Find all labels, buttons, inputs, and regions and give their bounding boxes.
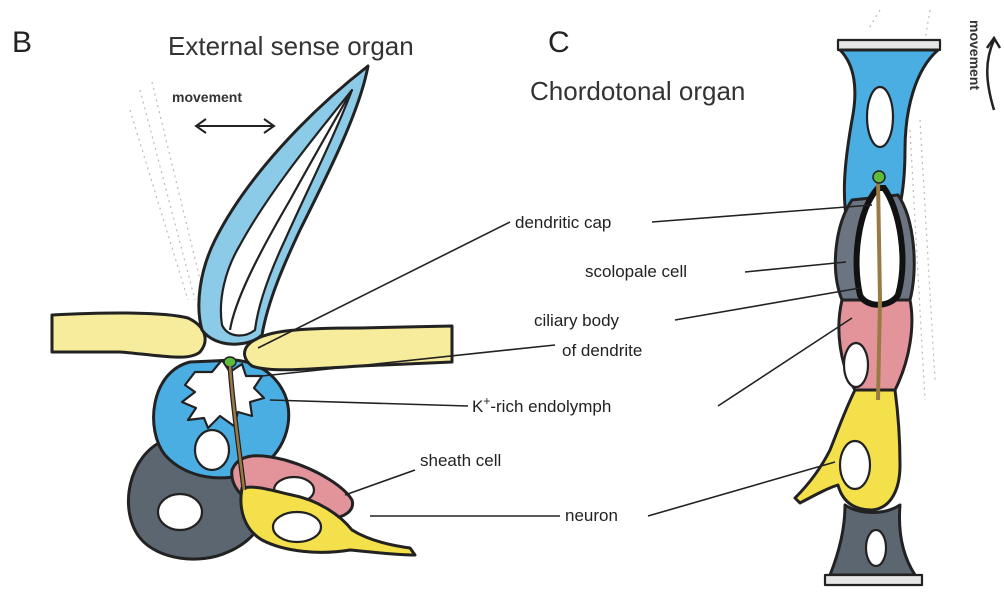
neuron-nucleus-c: [840, 441, 870, 489]
dendritic-cap-b: [224, 357, 236, 367]
panel-b-letter: B: [12, 26, 32, 59]
vertical-double-arrow-icon: [987, 38, 1000, 110]
panel-b-title: External sense organ: [168, 31, 414, 61]
panel-c-title: Chordotonal organ: [530, 76, 745, 106]
movement-label-c: movement: [967, 20, 983, 90]
cuticle-right: [245, 326, 452, 370]
dendritic-cap-c: [873, 171, 885, 183]
leader-ciliary-c: [675, 288, 860, 320]
cuticle-left: [52, 313, 205, 357]
label-scolopale-cell: scolopale cell: [585, 262, 687, 281]
neuron-nucleus-b: [273, 512, 321, 542]
support-cell-nucleus: [158, 494, 202, 530]
label-endolymph: K+-rich endolymph: [472, 394, 611, 416]
label-neuron: neuron: [565, 506, 618, 525]
leader-endolymph-b: [270, 400, 468, 406]
movement-label-b: movement: [172, 89, 242, 105]
leader-endolymph-c: [718, 318, 852, 406]
support-nucleus-c: [866, 530, 886, 566]
label-sheath-cell: sheath cell: [420, 451, 501, 470]
socket-nucleus: [195, 430, 229, 470]
panel-c: C Chordotonal organ: [530, 10, 1000, 585]
label-ciliary-body-1: ciliary body: [534, 311, 620, 330]
panel-b: B External sense organ movement: [12, 26, 452, 559]
panel-c-letter: C: [548, 26, 570, 59]
label-ciliary-body-2: of dendrite: [562, 341, 642, 360]
leader-scolopale-cell: [745, 262, 846, 272]
label-dendritic-cap: dendritic cap: [515, 213, 611, 232]
movement-ghost-lines: [130, 82, 205, 300]
dendrite-c: [878, 180, 880, 400]
cap-cell-nucleus: [867, 87, 893, 147]
attachment-bottom: [825, 575, 922, 585]
scolopale-nucleus: [844, 343, 868, 387]
leader-sheath-cell: [345, 470, 415, 495]
double-arrow-icon: [196, 119, 274, 133]
leader-dendritic-cap-c: [652, 205, 872, 222]
